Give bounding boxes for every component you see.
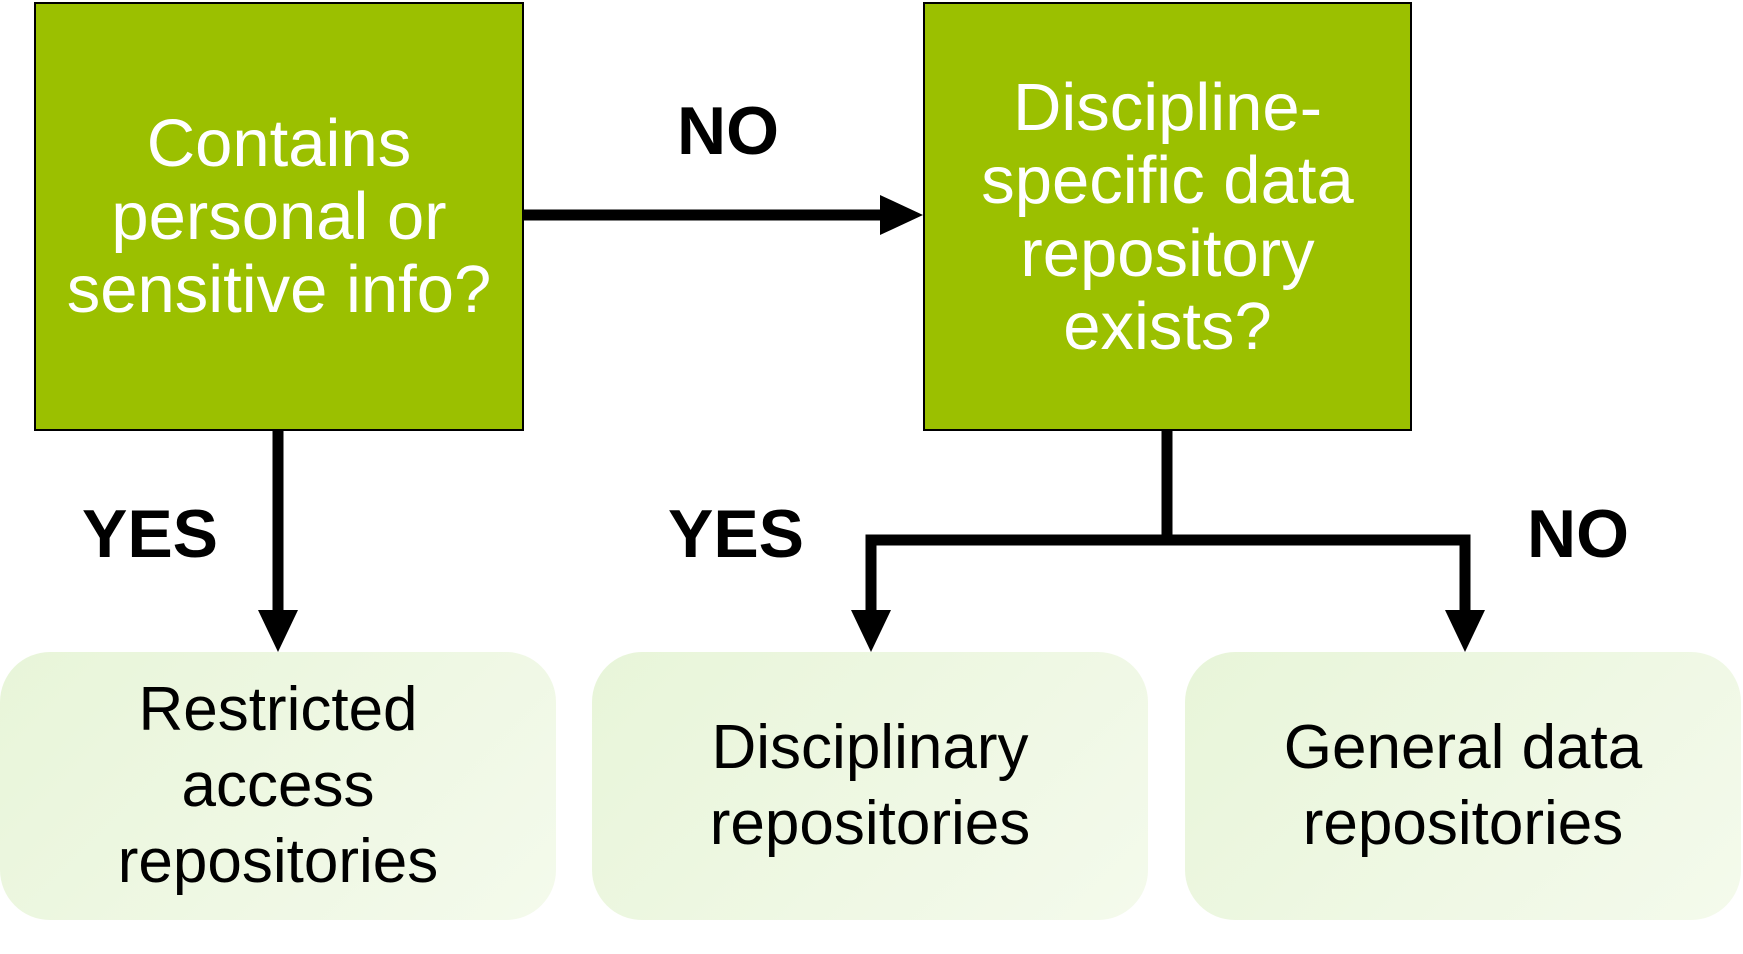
- arrowhead-icon: [1445, 610, 1485, 652]
- label-no-top: NO: [677, 93, 779, 169]
- label-yes-mid: YES: [667, 496, 805, 572]
- outcome-text: General data repositories: [1283, 713, 1643, 858]
- decision-text: Contains personal or sensitive info?: [66, 106, 492, 327]
- outcome-text: Restricted access repositories: [117, 675, 439, 896]
- outcome-disciplinary: Disciplinary repositories: [592, 652, 1148, 920]
- arrowhead-icon: [880, 195, 923, 235]
- outcome-restricted: Restricted access repositories: [0, 652, 556, 920]
- branch-line: [865, 534, 1471, 615]
- label-no-right: NO: [1527, 496, 1629, 572]
- outcome-general: General data repositories: [1185, 652, 1741, 920]
- arrowhead-icon: [851, 610, 891, 652]
- arrowhead-icon: [258, 610, 298, 652]
- decision-personal-info: Contains personal or sensitive info?: [34, 2, 524, 431]
- label-yes-left: YES: [81, 496, 219, 572]
- decision-discipline-repo: Discipline- specific data repository exi…: [923, 2, 1412, 431]
- decision-text: Discipline- specific data repository exi…: [981, 69, 1354, 364]
- outcome-text: Disciplinary repositories: [709, 713, 1031, 858]
